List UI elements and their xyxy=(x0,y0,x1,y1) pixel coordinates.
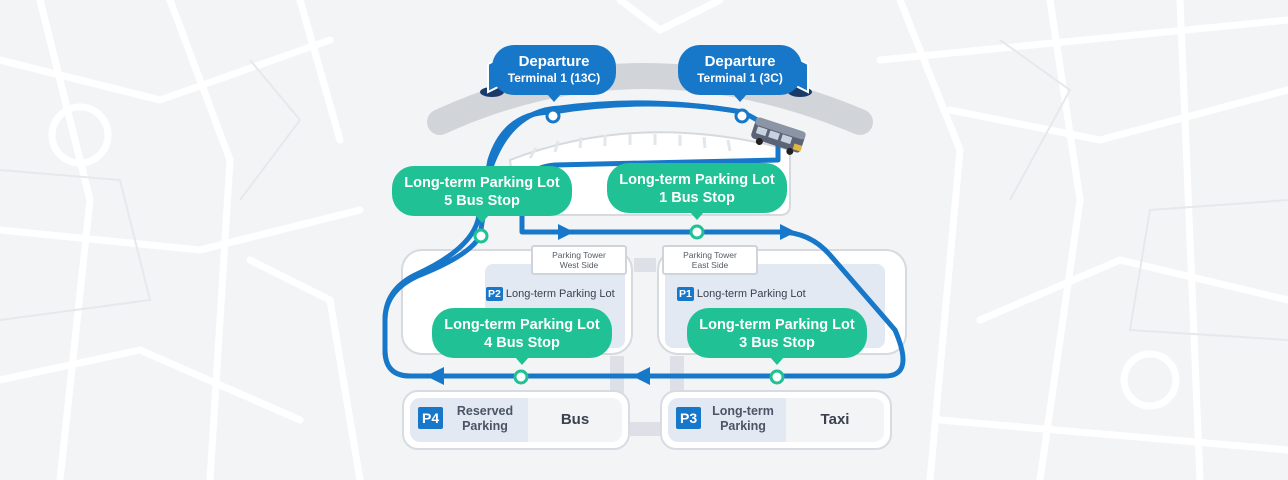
departure-callout-3c: Departure Terminal 1 (3C) xyxy=(678,45,802,102)
tower-side: East Side xyxy=(691,260,729,270)
bus-stop-callout-5: Long-term Parking Lot 5 Bus Stop xyxy=(392,166,572,223)
tower-label: Parking Tower xyxy=(683,250,737,260)
tower-side: West Side xyxy=(559,260,599,270)
transport-mode-label: Taxi xyxy=(820,411,850,428)
lot-label-p2: P2 Long-term Parking Lot xyxy=(486,287,615,301)
lot-name: Long-term Parking Lot xyxy=(696,288,806,300)
lot-name: Reserved Parking xyxy=(456,404,514,433)
route-direction-arrow-icon xyxy=(426,224,796,385)
bus-stop-marker-icon xyxy=(473,108,785,385)
bus-vehicle-icon xyxy=(751,117,806,155)
callout-subtitle: Terminal 1 (13C) xyxy=(507,71,601,85)
terminal-curb-road xyxy=(427,63,873,135)
lot-code-badge: P1 xyxy=(677,287,694,301)
departure-callout-13c: Departure Terminal 1 (13C) xyxy=(492,45,616,102)
lot-code-badge: P4 xyxy=(418,407,444,429)
lot-label-p1: P1 Long-term Parking Lot xyxy=(677,287,806,301)
callout-title: Long-term Parking Lot xyxy=(404,175,560,191)
callout-title: Long-term Parking Lot xyxy=(699,317,855,333)
lot-name: Long-term Parking xyxy=(712,404,774,433)
callout-subtitle: 4 Bus Stop xyxy=(484,335,560,351)
bus-stop-callout-4: Long-term Parking Lot 4 Bus Stop xyxy=(432,308,612,365)
transport-mode-label: Bus xyxy=(560,411,590,428)
callout-title: Departure xyxy=(704,53,776,70)
lot-name: Long-term Parking Lot xyxy=(505,288,615,300)
bus-stop-callout-3: Long-term Parking Lot 3 Bus Stop xyxy=(687,308,867,365)
callout-subtitle: 5 Bus Stop xyxy=(444,193,520,209)
lot-code-badge: P3 xyxy=(676,407,702,429)
bus-stop-callout-1: Long-term Parking Lot 1 Bus Stop xyxy=(607,163,787,220)
callout-subtitle: 1 Bus Stop xyxy=(659,190,735,206)
tower-label: Parking Tower xyxy=(552,250,606,260)
callout-subtitle: Terminal 1 (3C) xyxy=(697,71,783,85)
parking-tower-east: Parking Tower East Side xyxy=(662,245,758,275)
bus-route-loop xyxy=(382,101,885,379)
callout-title: Long-term Parking Lot xyxy=(444,317,600,333)
parking-tower-west: Parking Tower West Side xyxy=(531,245,627,275)
callout-title: Departure xyxy=(518,53,590,70)
lot-p3-taxi: P3 Long-term Parking Taxi xyxy=(660,390,892,450)
lot-code-badge: P2 xyxy=(486,287,503,301)
lot-p4-bus: P4 Reserved Parking Bus xyxy=(402,390,630,450)
callout-subtitle: 3 Bus Stop xyxy=(739,335,815,351)
callout-title: Long-term Parking Lot xyxy=(619,172,775,188)
